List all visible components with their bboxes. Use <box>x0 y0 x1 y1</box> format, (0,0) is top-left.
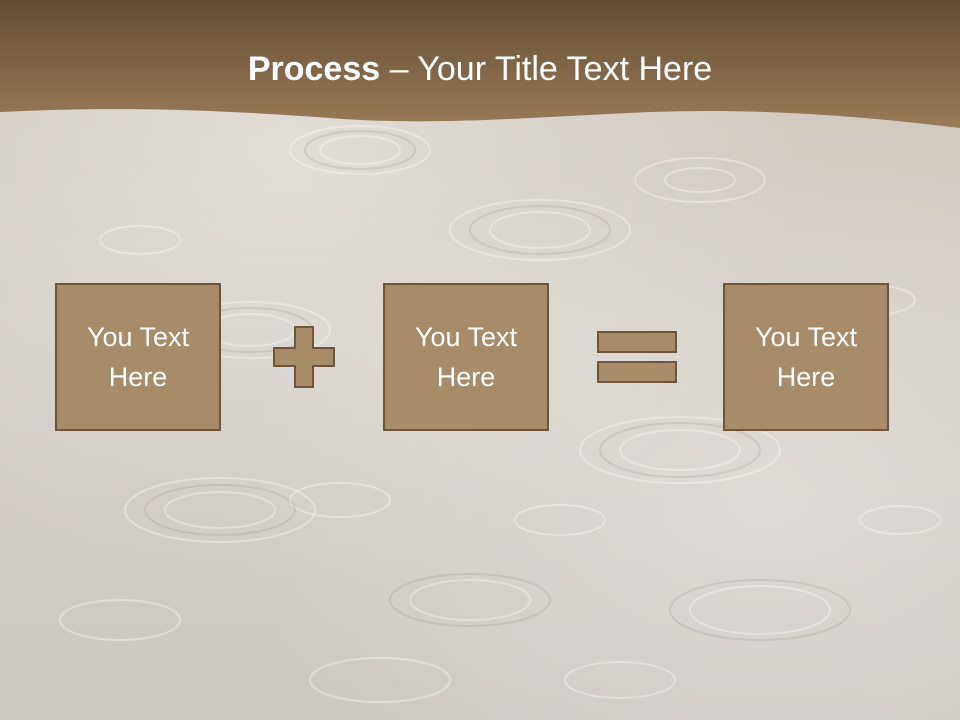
title-rest-text: – Your Title Text Here <box>380 50 713 88</box>
header-banner <box>0 0 960 128</box>
process-box-2-text: You Text Here <box>414 322 518 392</box>
process-box-3-text: You Text Here <box>754 322 858 392</box>
process-box-1-text: You Text Here <box>86 322 190 392</box>
process-box-1: You Text Here <box>55 283 221 431</box>
process-box-2: You Text Here <box>383 283 549 431</box>
plus-icon <box>273 326 335 388</box>
process-box-3: You Text Here <box>723 283 889 431</box>
equals-icon <box>597 331 677 383</box>
title-bold-text: Process <box>247 50 381 88</box>
slide-title: Process – Your Title Text Here <box>0 50 960 89</box>
